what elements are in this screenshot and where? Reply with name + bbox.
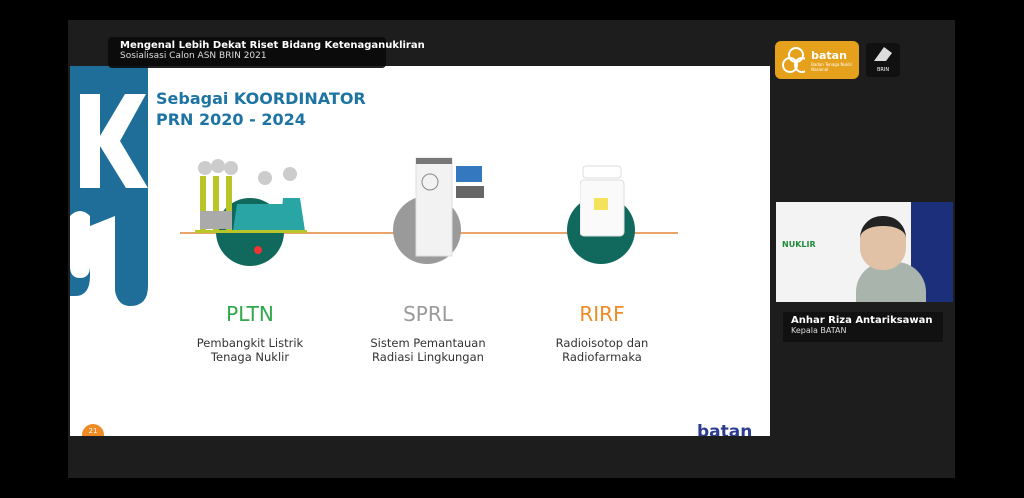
item-pltn: PLTN Pembangkit Listrik Tenaga Nuklir (170, 302, 330, 364)
medicine-bottle-icon (580, 165, 625, 237)
item-desc: Sistem Pemantauan (370, 336, 486, 350)
speaker-head (860, 216, 906, 270)
speaker-role: Kepala BATAN (791, 326, 847, 335)
k-letter-graphic (70, 66, 148, 306)
slide-heading: Sebagai KOORDINATOR PRN 2020 - 2024 (156, 88, 366, 130)
meeting-title-overlay: Mengenal Lebih Dekat Riset Bidang Ketena… (108, 37, 425, 68)
nuklir-background-logo: NUKLIR (782, 240, 816, 249)
heading-line-2: PRN 2020 - 2024 (156, 110, 306, 129)
slide-page-number: 21 (82, 424, 104, 436)
item-desc: Radiofarmaka (562, 350, 642, 364)
brin-emblem-icon (874, 47, 892, 61)
power-plant-icon (195, 159, 307, 233)
item-abbr: SPRL (403, 302, 453, 326)
item-desc: Pembangkit Listrik (196, 336, 304, 350)
item-desc: Radiasi Lingkungan (372, 350, 484, 364)
item-abbr: RIRF (579, 302, 625, 326)
heading-line-1: Sebagai KOORDINATOR (156, 89, 366, 108)
meeting-subtitle: Sosialisasi Calon ASN BRIN 2021 (120, 51, 267, 61)
brin-logo-text: BRIN (876, 67, 890, 73)
speaker-video[interactable]: NUKLIR (776, 202, 953, 302)
radiation-monitor-icon (415, 157, 484, 257)
brin-logo: BRIN (866, 43, 900, 77)
meeting-title: Mengenal Lebih Dekat Riset Bidang Ketena… (120, 40, 425, 51)
speaker-name: Anhar Riza Antariksawan (791, 315, 933, 326)
batan-logo-subtext: Badan Tenaga Nuklir Nasional (811, 61, 853, 72)
item-rirf: RIRF Radioisotop dan Radiofarmaka (522, 302, 682, 364)
shared-slide: Sebagai KOORDINATOR PRN 2020 - 2024 PLTN… (70, 66, 770, 436)
item-desc: Tenaga Nuklir (210, 350, 290, 364)
batan-footer-logo: batan (697, 422, 753, 436)
batan-emblem-icon (782, 47, 806, 73)
item-desc: Radioisotop dan (555, 336, 649, 350)
item-sprl: SPRL Sistem Pemantauan Radiasi Lingkunga… (348, 302, 508, 364)
item-abbr: PLTN (226, 302, 274, 326)
speaker-nameplate: Anhar Riza Antariksawan Kepala BATAN (783, 312, 943, 342)
batan-logo-text: batan (811, 48, 847, 62)
